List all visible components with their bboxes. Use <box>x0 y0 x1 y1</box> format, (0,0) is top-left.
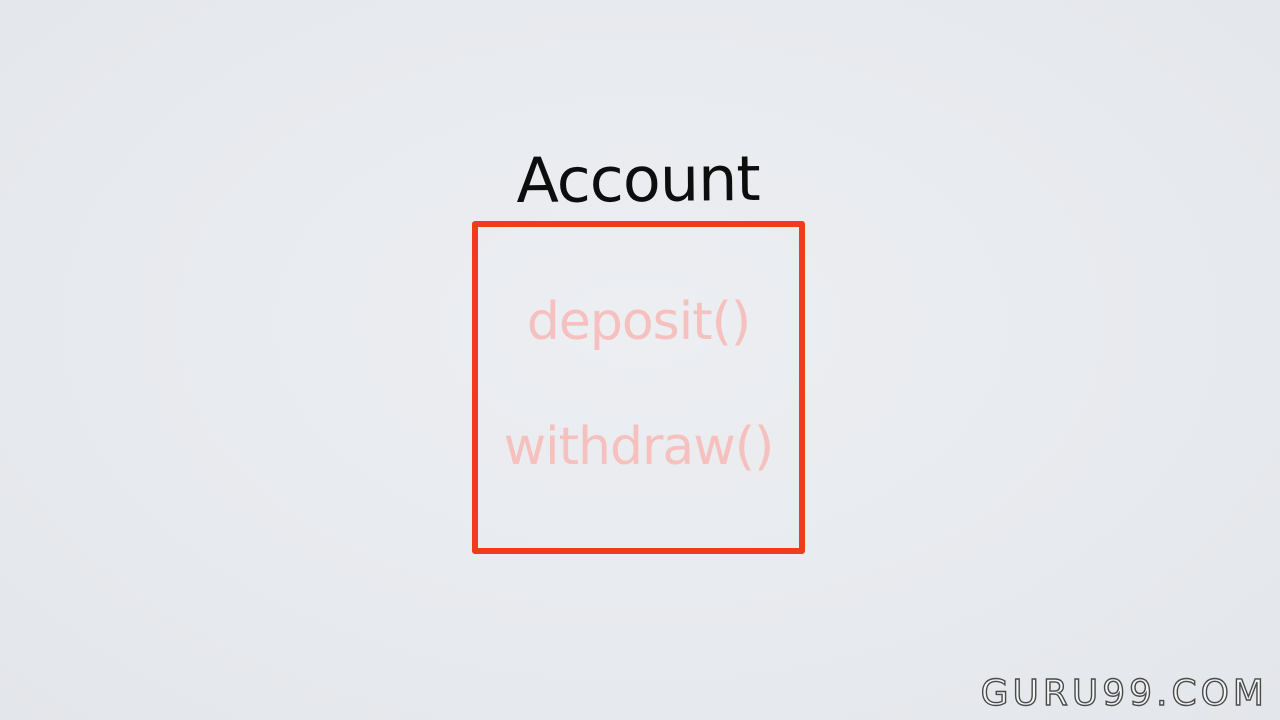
method-deposit: deposit() <box>526 292 751 352</box>
class-name-label: Account <box>516 141 760 218</box>
watermark: GURU99.COM <box>980 673 1268 714</box>
class-box: deposit() withdraw() <box>472 221 805 554</box>
method-withdraw: withdraw() <box>503 417 775 477</box>
